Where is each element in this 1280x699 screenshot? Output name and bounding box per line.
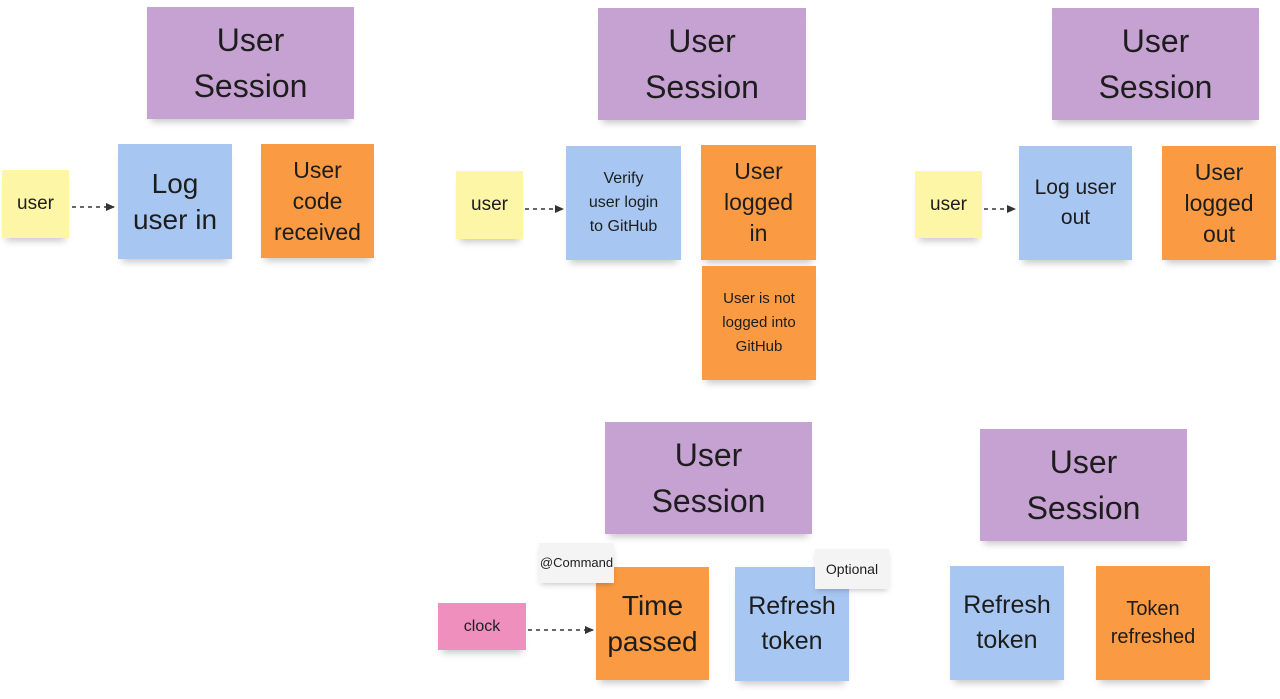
actor-label: user [930, 193, 967, 215]
event-label: User code received [274, 156, 361, 245]
aggregate-label: User Session [1026, 444, 1141, 526]
actor-sticky-logout[interactable]: user [915, 171, 982, 238]
command-label: Verify user login to GitHub [588, 170, 659, 235]
aggregate-label: User Session [645, 23, 759, 105]
event-label: User logged out [1184, 158, 1254, 247]
aggregate-sticky-login[interactable]: User Session [147, 7, 354, 119]
tag-note-command[interactable]: @Command [539, 543, 614, 583]
actor-label: user [471, 194, 508, 215]
external-system-sticky-clock[interactable]: clock [438, 603, 526, 650]
aggregate-sticky-logout[interactable]: User Session [1052, 8, 1259, 120]
command-label: Refresh token [963, 591, 1051, 654]
external-system-label: clock [463, 617, 501, 635]
command-label: Log user in [132, 167, 218, 235]
event-sticky-user-code-received[interactable]: User code received [261, 144, 374, 258]
aggregate-sticky-token-refreshed[interactable]: User Session [980, 429, 1187, 541]
aggregate-sticky-time-passed[interactable]: User Session [605, 422, 812, 534]
command-label: Refresh token [748, 592, 836, 655]
command-sticky-refresh-token-b[interactable]: Refresh token [950, 566, 1064, 680]
aggregate-sticky-verify[interactable]: User Session [598, 8, 806, 120]
event-label: Token refreshed [1110, 598, 1196, 648]
aggregate-label: User Session [651, 437, 766, 519]
event-sticky-token-refreshed[interactable]: Token refreshed [1096, 566, 1210, 680]
command-sticky-log-user-out[interactable]: Log user out [1019, 146, 1132, 260]
event-sticky-user-logged-in[interactable]: User logged in [701, 145, 816, 260]
command-sticky-verify-login[interactable]: Verify user login to GitHub [566, 146, 681, 260]
event-sticky-user-not-logged-in[interactable]: User is not logged into GitHub [702, 266, 816, 380]
tag-note-optional[interactable]: Optional [815, 549, 889, 589]
aggregate-label: User Session [1098, 23, 1213, 105]
actor-label: user [17, 193, 54, 214]
tag-label: @Command [539, 555, 614, 570]
tag-label: Optional [825, 561, 879, 577]
event-label: Time passed [607, 589, 698, 657]
aggregate-label: User Session [193, 22, 308, 104]
event-sticky-user-logged-out[interactable]: User logged out [1162, 146, 1276, 260]
actor-sticky-login[interactable]: user [2, 170, 69, 238]
event-label: User logged in [723, 158, 794, 246]
command-label: Log user out [1034, 176, 1117, 229]
event-label: User is not logged into GitHub [722, 290, 796, 355]
event-sticky-time-passed[interactable]: Time passed [596, 567, 709, 680]
command-sticky-log-user-in[interactable]: Log user in [118, 144, 232, 259]
actor-sticky-verify[interactable]: user [456, 171, 523, 239]
